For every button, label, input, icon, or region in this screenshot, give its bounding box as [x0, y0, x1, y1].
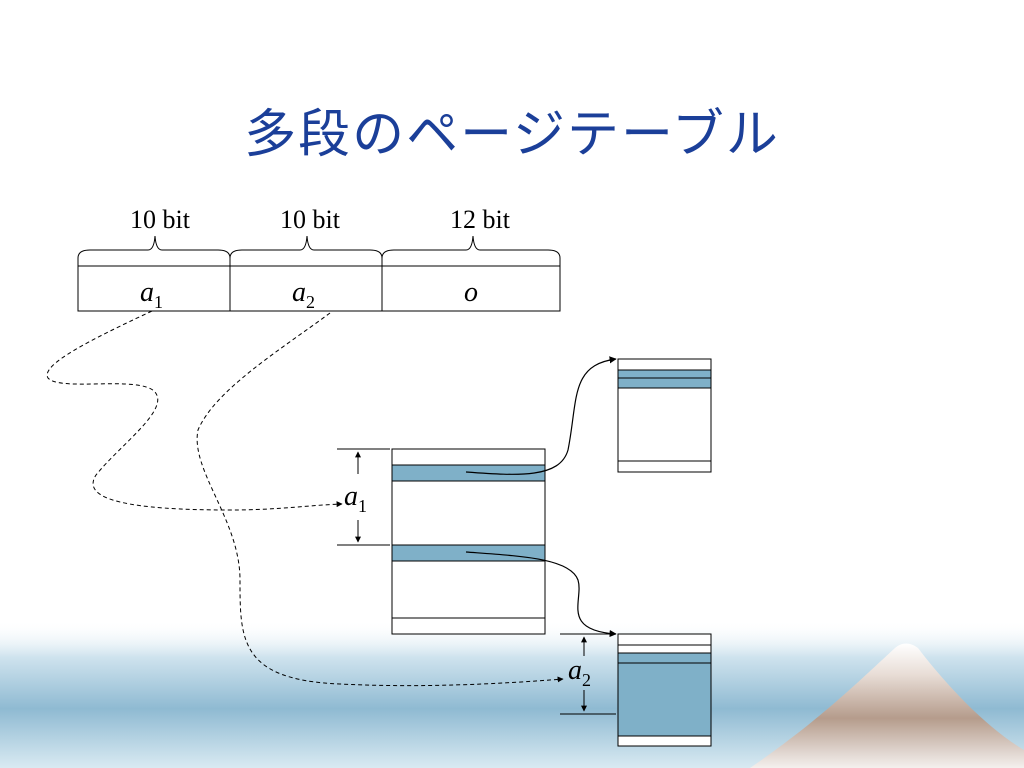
- address-register: [77, 265, 561, 312]
- level1-index-label: a1: [344, 481, 367, 516]
- brace-a1: [77, 235, 231, 266]
- index-a2-dashed-arrow: [196, 312, 564, 687]
- level2-bottom-entry: [617, 652, 712, 664]
- field-a1-bits-label: 10 bit: [130, 205, 191, 234]
- brace-o: [381, 235, 561, 266]
- field-a2: a2: [292, 277, 315, 312]
- field-o: o: [464, 277, 478, 308]
- level1-entry-a1: [391, 544, 546, 562]
- pointer-to-level2-top: [465, 356, 617, 475]
- field-a2-bits-label: 10 bit: [280, 205, 341, 234]
- mountain: [750, 643, 1024, 768]
- pointer-to-level2-bottom: [465, 551, 617, 638]
- index-a1-dashed-arrow: [46, 310, 343, 511]
- level2-top-entry: [617, 369, 712, 389]
- slide-title: 多段のページテーブル: [244, 105, 780, 165]
- brace-a2: [229, 235, 383, 266]
- field-o-bits-label: 12 bit: [450, 205, 511, 234]
- level2-bottom-region: [617, 662, 712, 737]
- level2-index-label: a2: [568, 655, 591, 690]
- field-a1: a1: [140, 277, 163, 312]
- level1-entry-upper: [391, 464, 546, 482]
